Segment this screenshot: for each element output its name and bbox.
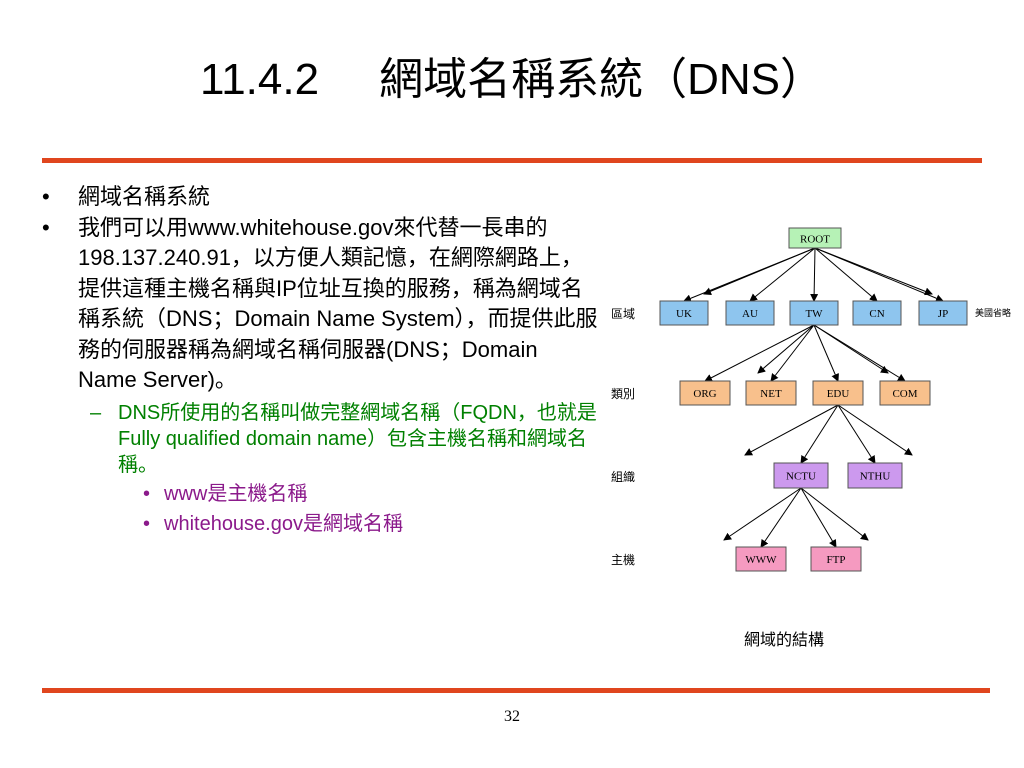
node-label: WWW bbox=[745, 554, 777, 566]
tree-edge-arrow bbox=[810, 247, 819, 302]
node-box bbox=[735, 546, 787, 572]
tree-edge-arrow bbox=[800, 487, 837, 548]
node-region-cn: CN bbox=[852, 300, 902, 326]
node-category-org: ORG bbox=[679, 380, 731, 406]
node-box bbox=[789, 300, 839, 326]
node-label: FTP bbox=[827, 554, 846, 566]
tree-edge-arrow bbox=[814, 247, 878, 302]
sub-bullet-text: DNS所使用的名稱叫做完整網域名稱（FQDN，也就是Fully qualifie… bbox=[118, 401, 597, 476]
title-number: 11.4.2 bbox=[200, 55, 320, 104]
node-label: NCTU bbox=[786, 471, 816, 483]
sub-sub-bullet-text: whitehouse.gov是網域名稱 bbox=[164, 512, 403, 535]
node-box bbox=[788, 227, 842, 249]
node-root: ROOT bbox=[788, 227, 842, 249]
level-label-host: 主機 bbox=[611, 552, 635, 567]
level-label-organization: 組織 bbox=[611, 470, 635, 484]
node-label: UK bbox=[676, 308, 692, 320]
node-category-net: NET bbox=[745, 380, 797, 406]
slide-title: 11.4.2 網域名稱系統（DNS） bbox=[0, 52, 1024, 108]
node-box bbox=[773, 462, 829, 489]
node-label: ROOT bbox=[800, 234, 830, 246]
bullet-marker: • bbox=[143, 482, 151, 505]
level-label-region: 區域 bbox=[611, 307, 635, 321]
tree-edge-arrow bbox=[704, 324, 815, 382]
tree-edge-arrow bbox=[837, 404, 913, 456]
node-label: EDU bbox=[827, 388, 850, 400]
node-box bbox=[725, 300, 775, 326]
node-box bbox=[659, 300, 709, 326]
tree-edge-arrow bbox=[757, 324, 815, 374]
dash-marker: – bbox=[90, 401, 102, 424]
tree-edge-arrow bbox=[813, 324, 839, 382]
us-omitted-note: 美國省略 bbox=[975, 307, 1011, 318]
node-category-com: COM bbox=[879, 380, 931, 406]
tree-edge-arrow bbox=[770, 324, 815, 382]
level-label-category: 類別 bbox=[611, 387, 635, 401]
sub-sub-bullet-item: • whitehouse.gov是網域名稱 bbox=[40, 511, 600, 538]
node-box bbox=[879, 380, 931, 406]
top-divider bbox=[42, 158, 982, 163]
node-label: JP bbox=[938, 308, 948, 320]
node-box bbox=[852, 300, 902, 326]
sub-sub-bullet-text: www是主機名稱 bbox=[164, 482, 308, 505]
diagram-caption: 網域的結構 bbox=[744, 632, 825, 649]
bullet-item: • 網域名稱系統 bbox=[40, 182, 600, 213]
node-box bbox=[847, 462, 903, 489]
node-label: NTHU bbox=[860, 471, 891, 483]
node-category-edu: EDU bbox=[812, 380, 864, 406]
bullet-marker: • bbox=[42, 184, 50, 209]
bullet-text: 網域名稱系統 bbox=[78, 184, 211, 209]
tree-edge-arrow bbox=[760, 487, 802, 548]
node-organization-nctu: NCTU bbox=[773, 462, 829, 489]
bullet-marker: • bbox=[42, 214, 50, 240]
sub-sub-bullet-item: • www是主機名稱 bbox=[40, 481, 600, 508]
node-organization-nthu: NTHU bbox=[847, 462, 903, 489]
node-box bbox=[745, 380, 797, 406]
tree-edge-arrow bbox=[703, 247, 816, 296]
tree-edges bbox=[683, 247, 944, 548]
node-label: CN bbox=[869, 308, 884, 320]
tree-edge-arrow bbox=[800, 404, 839, 464]
tree-edge-arrow bbox=[744, 404, 839, 456]
tree-nodes: ROOT UK AU TW CN JP ORG NET bbox=[659, 227, 968, 572]
tree-edge-arrow bbox=[814, 247, 933, 296]
node-host-ftp: FTP bbox=[810, 546, 862, 572]
node-label: ORG bbox=[693, 388, 716, 400]
bottom-divider bbox=[42, 688, 990, 693]
tree-edge-arrow bbox=[813, 324, 889, 374]
node-label: NET bbox=[760, 388, 782, 400]
bullet-item: • 我們可以用www.whitehouse.gov來代替一長串的198.137.… bbox=[40, 213, 600, 396]
node-label: TW bbox=[805, 308, 823, 320]
node-host-www: WWW bbox=[735, 546, 787, 572]
node-box bbox=[679, 380, 731, 406]
title-text: 網域名稱系統（DNS） bbox=[379, 55, 824, 104]
node-box bbox=[810, 546, 862, 572]
bullet-marker: • bbox=[143, 512, 151, 535]
bullet-list: • 網域名稱系統 • 我們可以用www.whitehouse.gov來代替一長串… bbox=[40, 182, 600, 538]
page-number: 32 bbox=[504, 708, 520, 725]
node-box bbox=[918, 300, 968, 326]
tree-edge-arrow bbox=[749, 247, 816, 302]
node-region-uk: UK bbox=[659, 300, 709, 326]
tree-edge-arrow bbox=[723, 487, 802, 541]
node-region-au: AU bbox=[725, 300, 775, 326]
tree-edge-arrow bbox=[800, 487, 869, 541]
bullet-text: 我們可以用www.whitehouse.gov來代替一長串的198.137.24… bbox=[78, 214, 598, 393]
sub-bullet-item: – DNS所使用的名稱叫做完整網域名稱（FQDN，也就是Fully qualif… bbox=[40, 400, 600, 478]
node-label: COM bbox=[892, 388, 917, 400]
node-region-jp: JP bbox=[918, 300, 968, 326]
node-box bbox=[812, 380, 864, 406]
node-region-tw: TW bbox=[789, 300, 839, 326]
node-label: AU bbox=[742, 308, 758, 320]
tree-edge-arrow bbox=[837, 404, 876, 464]
